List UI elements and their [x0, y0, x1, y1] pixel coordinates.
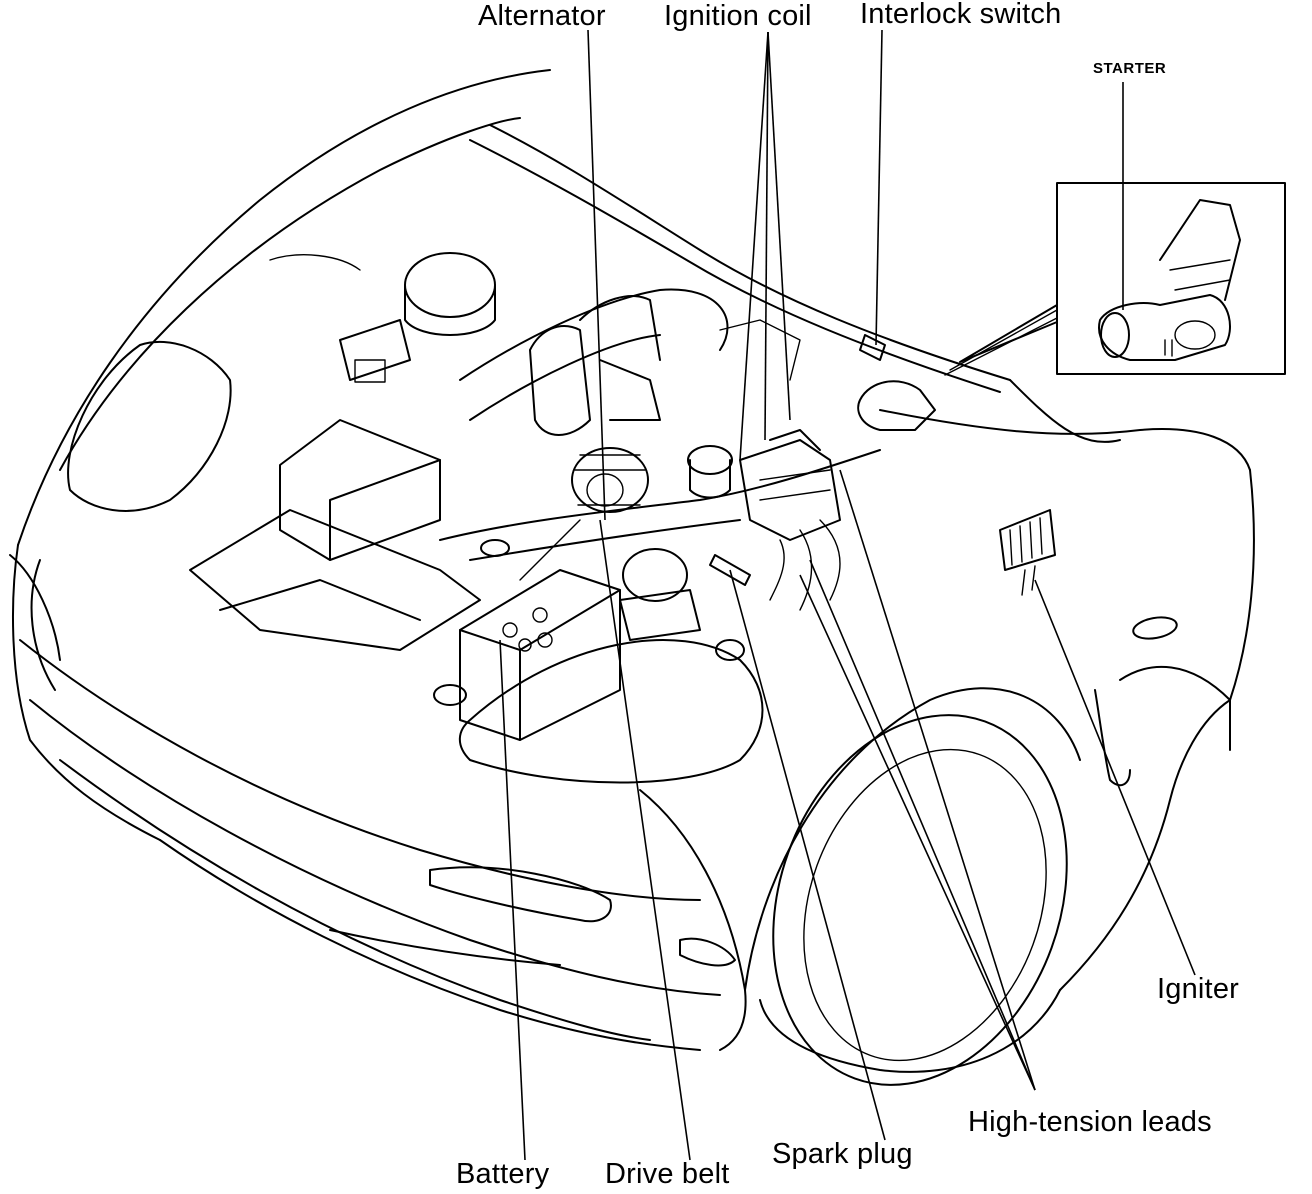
car-body [9, 69, 1255, 1086]
label-spark-plug: Spark plug [772, 1138, 913, 1170]
label-alternator: Alternator [478, 0, 606, 32]
label-igniter: Igniter [1157, 973, 1239, 1005]
label-starter: STARTER [1093, 60, 1167, 77]
leader-lines [499, 29, 1196, 1161]
engine-bay-components [189, 252, 1056, 741]
label-battery: Battery [456, 1158, 550, 1190]
starter-inset [944, 182, 1286, 376]
label-high-tension-leads: High-tension leads [968, 1106, 1212, 1138]
label-interlock-switch: Interlock switch [860, 0, 1062, 30]
label-drive-belt: Drive belt [605, 1158, 730, 1190]
label-ignition-coil: Ignition coil [664, 0, 812, 32]
